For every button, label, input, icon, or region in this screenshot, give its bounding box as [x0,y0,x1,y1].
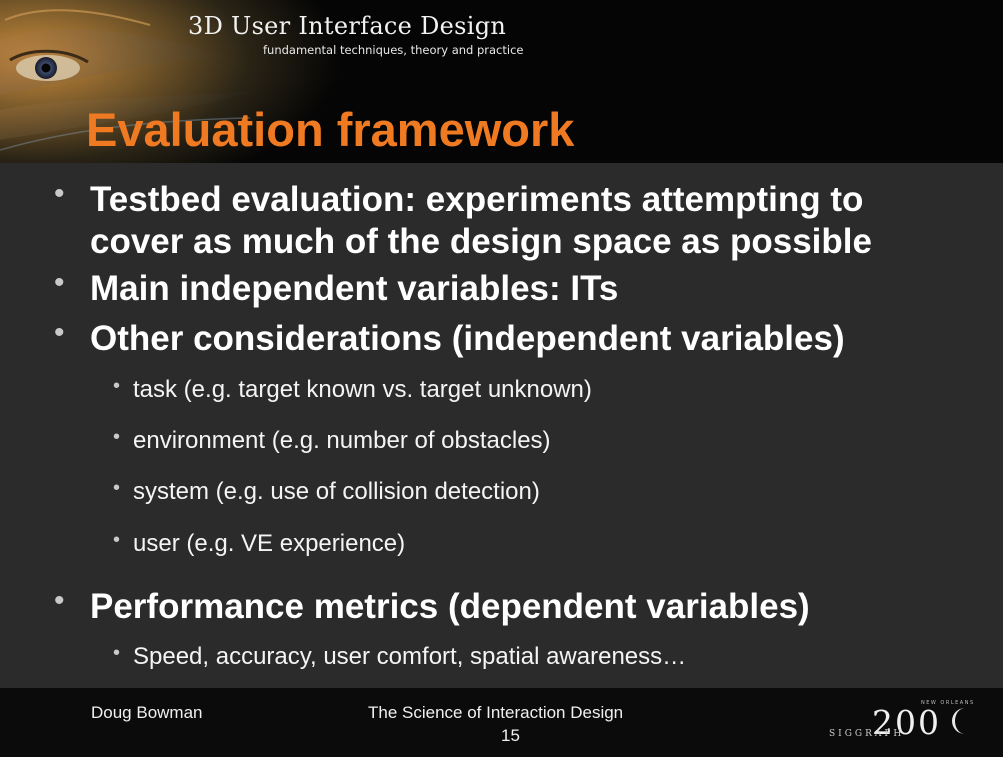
brand-subtitle: fundamental techniques, theory and pract… [263,43,524,57]
bullet-item: Performance metrics (dependent variables… [90,587,810,626]
logo-text: SIGGRAPH [829,729,905,739]
crescent-moon-icon [952,708,965,734]
sub-bullet-item: Speed, accuracy, user comfort, spatial a… [133,643,687,670]
bullet-dot-icon: • [113,375,121,397]
footer-course: The Science of Interaction Design [368,703,624,722]
bullet-item: cover as much of the design space as pos… [90,222,872,261]
sub-bullet-item: user (e.g. VE experience) [133,530,406,557]
sub-bullet-item: task (e.g. target known vs. target unkno… [133,376,592,403]
sub-bullet-item: environment (e.g. number of obstacles) [133,427,551,454]
bullet-dot-icon: • [54,177,65,210]
footer-author: Doug Bowman [91,703,203,722]
bullet-dot-icon: • [113,426,121,448]
bullet-dot-icon: • [113,529,121,551]
logo-year: 200 [872,703,941,742]
siggraph-2000-logo: NEW ORLEANS 200 SIGGRAPH [826,698,986,748]
bullet-dot-icon: • [54,316,65,349]
bullet-item: Main independent variables: ITs [90,269,619,308]
bullet-dot-icon: • [113,642,121,664]
brand-title: 3D User Interface Design [188,12,507,40]
eye-feather-artwork-icon [0,0,340,163]
bullet-item: Other considerations (independent variab… [90,319,845,358]
logo-location: NEW ORLEANS [921,700,975,706]
bullet-item: Testbed evaluation: experiments attempti… [90,180,864,219]
slide-content: • Testbed evaluation: experiments attempt… [0,163,1003,688]
footer-page-number: 15 [501,726,520,745]
bullet-dot-icon: • [54,584,65,617]
bullet-dot-icon: • [54,266,65,299]
bullet-dot-icon: • [113,477,121,499]
slide-footer: Doug Bowman The Science of Interaction D… [0,688,1003,757]
slide-header: 3D User Interface Design fundamental tec… [0,0,1003,163]
sub-bullet-item: system (e.g. use of collision detection) [133,478,540,505]
slide-title: Evaluation framework [86,103,575,156]
